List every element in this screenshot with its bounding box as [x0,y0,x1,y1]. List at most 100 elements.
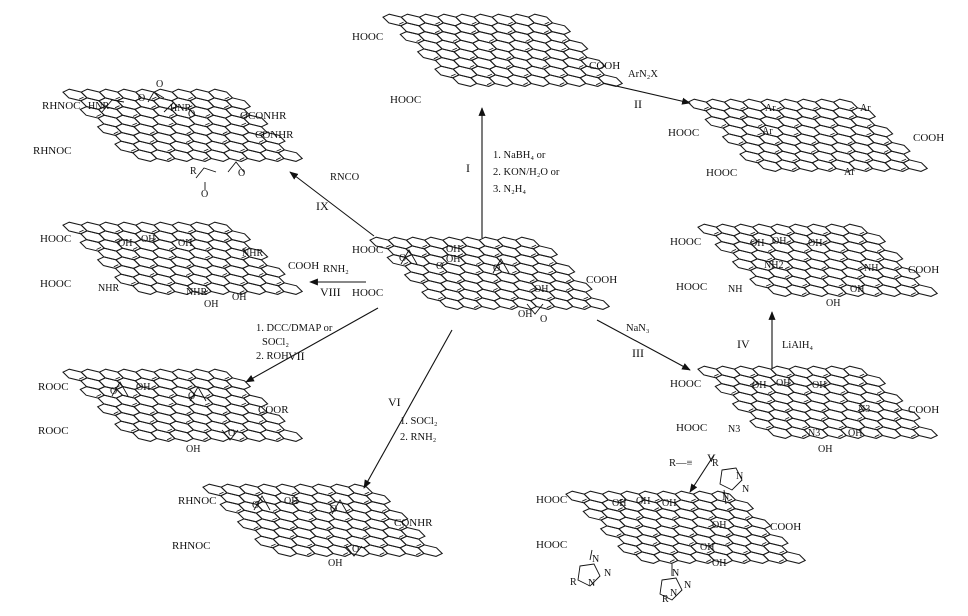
double-bond [874,292,880,296]
double-bond [151,238,157,242]
double-bond [596,82,601,86]
reaction-labels: I 1. NaBH₄ or 2. KON/H₂O or 3. N₂H₄ ArN₂… [256,69,813,469]
aminated-groups: HOOC HOOC OH OH OH OH OH NH NH2 NH COOH [670,236,939,309]
double-bond [785,408,790,412]
double-bond [721,123,727,127]
double-bond [508,21,513,25]
group-label: N [722,492,729,503]
double-bond [803,257,809,261]
double-bond [203,437,209,441]
reaction-numeral-VIII: VIII [320,285,341,299]
double-bond [132,393,138,397]
condition-VII-2: SOCl₂ [262,337,289,348]
double-bond [241,246,247,250]
double-bond [911,283,917,287]
double-bond [205,402,210,406]
double-bond [96,113,102,117]
group-label: HOOC [706,167,737,179]
double-bond [599,515,605,519]
graphene-sheet-arylated [687,98,929,172]
double-bond [276,281,282,285]
double-bond [473,305,479,309]
double-bond [596,73,602,77]
group-label: N [670,588,677,599]
group-label: R [712,458,719,469]
double-bond [804,390,809,394]
double-bond [307,543,313,547]
group-label: HOOC [40,233,71,245]
group-label: ROOC [38,425,69,437]
double-bond [327,500,333,504]
group-label: HOOC [352,244,383,256]
double-bond [565,287,571,291]
double-bond [767,248,773,252]
double-bond [476,261,481,265]
double-bond [893,416,899,420]
double-bond [838,283,844,287]
double-bond [469,64,475,68]
double-bond [185,272,191,276]
double-bond [894,266,899,270]
double-bond [748,408,754,412]
double-bond [364,500,369,504]
double-bond [583,296,589,300]
carbamate-groups: RHNOC RHNOC HNR HNR OCONHR CONHR O O O O… [33,79,294,200]
double-bond [561,47,567,51]
double-bond [150,264,155,268]
double-bond [813,106,818,110]
double-bond [205,122,210,126]
double-bond [166,157,172,161]
group-label: O [540,314,547,325]
double-bond [458,253,464,257]
double-bond [802,425,808,429]
double-bond [187,385,193,389]
double-bond [151,96,157,100]
group-label: NH2 [764,260,783,271]
double-bond [433,56,439,60]
double-bond [786,231,792,235]
double-bond [258,419,264,423]
double-bond [838,292,844,296]
double-bond [762,533,767,537]
double-bond [750,373,756,377]
double-bond [222,131,228,135]
group-label: NH [864,263,878,274]
double-bond [219,491,224,495]
double-bond [471,30,477,34]
double-bond [495,244,500,248]
double-bond [876,399,882,403]
double-bond [859,373,865,377]
group-label: COOR [258,404,289,416]
double-bond [379,552,385,556]
double-bond [531,253,536,257]
double-bond [776,106,782,110]
hexagon-ring [277,282,304,295]
double-bond [168,255,174,259]
group-label: OH [712,558,726,569]
double-bond [731,390,737,394]
double-bond [224,105,229,109]
double-bond [222,139,228,143]
double-bond [653,533,658,537]
group-label: OH [712,520,726,531]
double-bond [757,123,763,127]
condition-I-1: 1. NaBH₄ or [493,150,546,161]
double-bond [149,139,155,143]
double-bond [421,253,427,257]
double-bond [168,402,174,406]
double-bond [403,261,409,265]
double-bond [617,507,623,511]
condition-I-2: 2. KON/H₂O or [493,167,560,178]
double-bond [328,491,333,495]
double-bond [272,517,278,521]
double-bond [635,515,641,519]
group-label: N [742,484,749,495]
group-label: O [188,109,195,120]
double-bond [79,229,84,233]
group-label: HOOC [670,236,701,248]
condition-VII-3: 2. ROH [256,351,289,362]
group-label: O [238,168,245,179]
double-bond [859,382,864,386]
group-label: OH [284,496,298,507]
double-bond [486,82,492,86]
